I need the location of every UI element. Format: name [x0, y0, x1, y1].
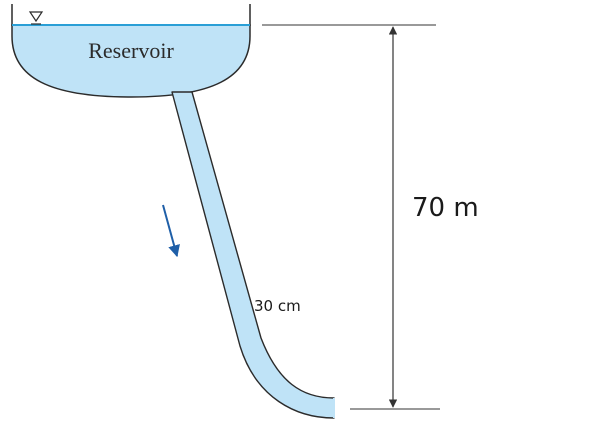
- reservoir-bowl: [11, 24, 251, 98]
- height-label: 70 m: [412, 193, 479, 223]
- water-surface-triangle-icon: [28, 11, 44, 25]
- reservoir-label: Reservoir: [88, 38, 174, 63]
- pipe: [171, 91, 335, 419]
- flow-direction-arrow-icon: [162, 204, 180, 258]
- pipe-diameter-label: 30 cm: [254, 297, 301, 315]
